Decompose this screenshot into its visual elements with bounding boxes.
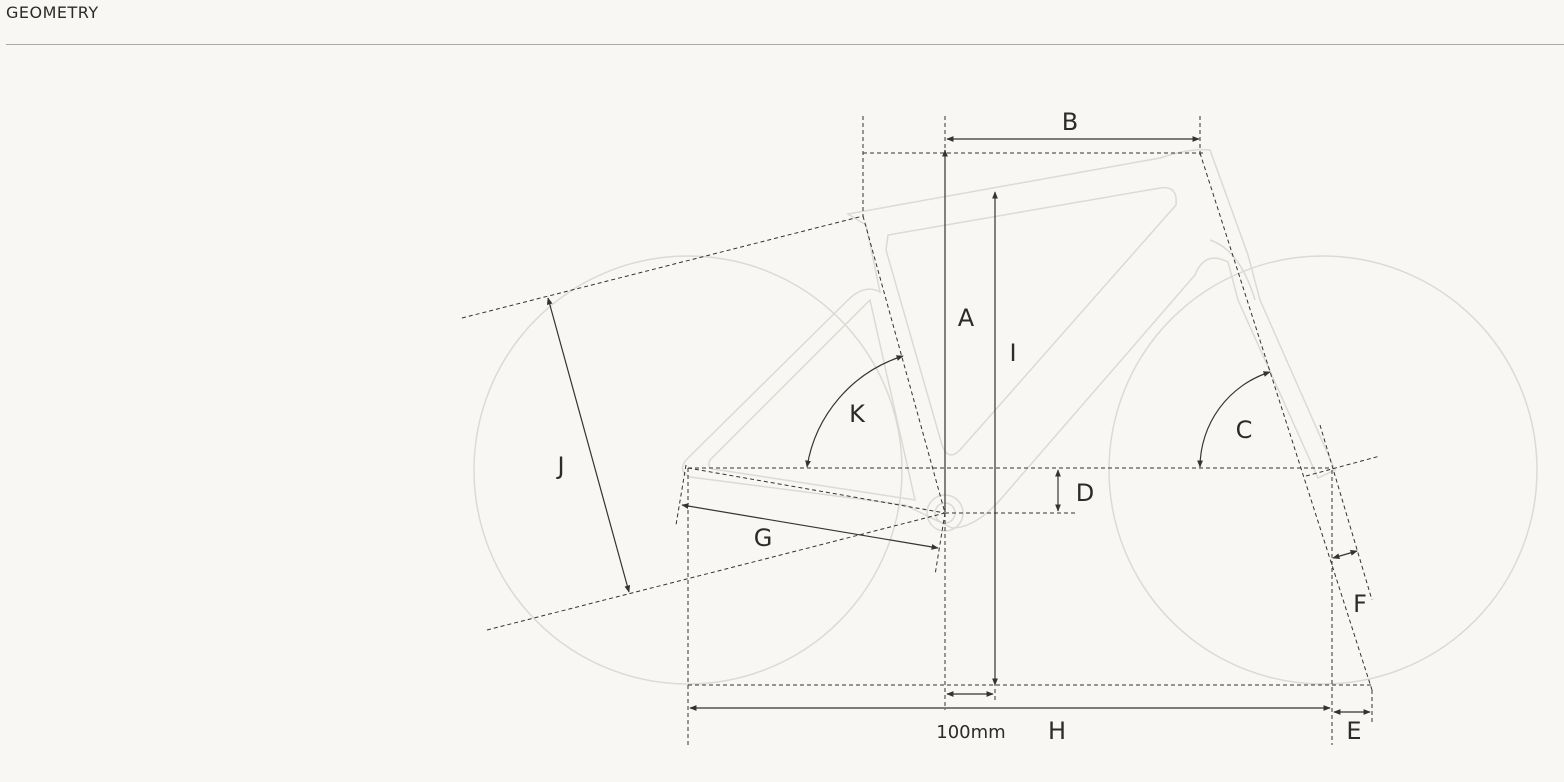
dim-F <box>1332 550 1358 559</box>
label-C: C <box>1236 416 1253 444</box>
bike-silhouette <box>473 148 1538 685</box>
main-triangle-inner <box>885 186 1177 456</box>
dimension-labels: B A I J K C D G F 100mm H E <box>555 108 1366 745</box>
fork-outline <box>1209 239 1256 301</box>
section-divider <box>6 44 1564 45</box>
label-D: D <box>1076 479 1094 507</box>
section-title: GEOMETRY <box>6 3 99 22</box>
dim-J <box>546 297 631 593</box>
top-tube-outline <box>681 148 1336 529</box>
label-A: A <box>958 304 975 332</box>
label-offset: 100mm <box>936 722 1005 743</box>
label-H: H <box>1048 717 1066 745</box>
arc-K <box>805 355 904 468</box>
rear-wheel <box>473 255 903 685</box>
front-wheel <box>1108 255 1538 685</box>
label-I: I <box>1009 339 1016 367</box>
label-F: F <box>1353 590 1367 618</box>
label-B: B <box>1062 108 1078 136</box>
dim-G <box>681 503 939 550</box>
arc-C <box>1197 371 1271 468</box>
rear-triangle-inner <box>708 298 916 501</box>
label-K: K <box>849 400 866 428</box>
label-J: J <box>555 452 564 480</box>
dimension-lines <box>546 136 1371 715</box>
label-G: G <box>754 524 773 552</box>
label-E: E <box>1346 717 1361 745</box>
